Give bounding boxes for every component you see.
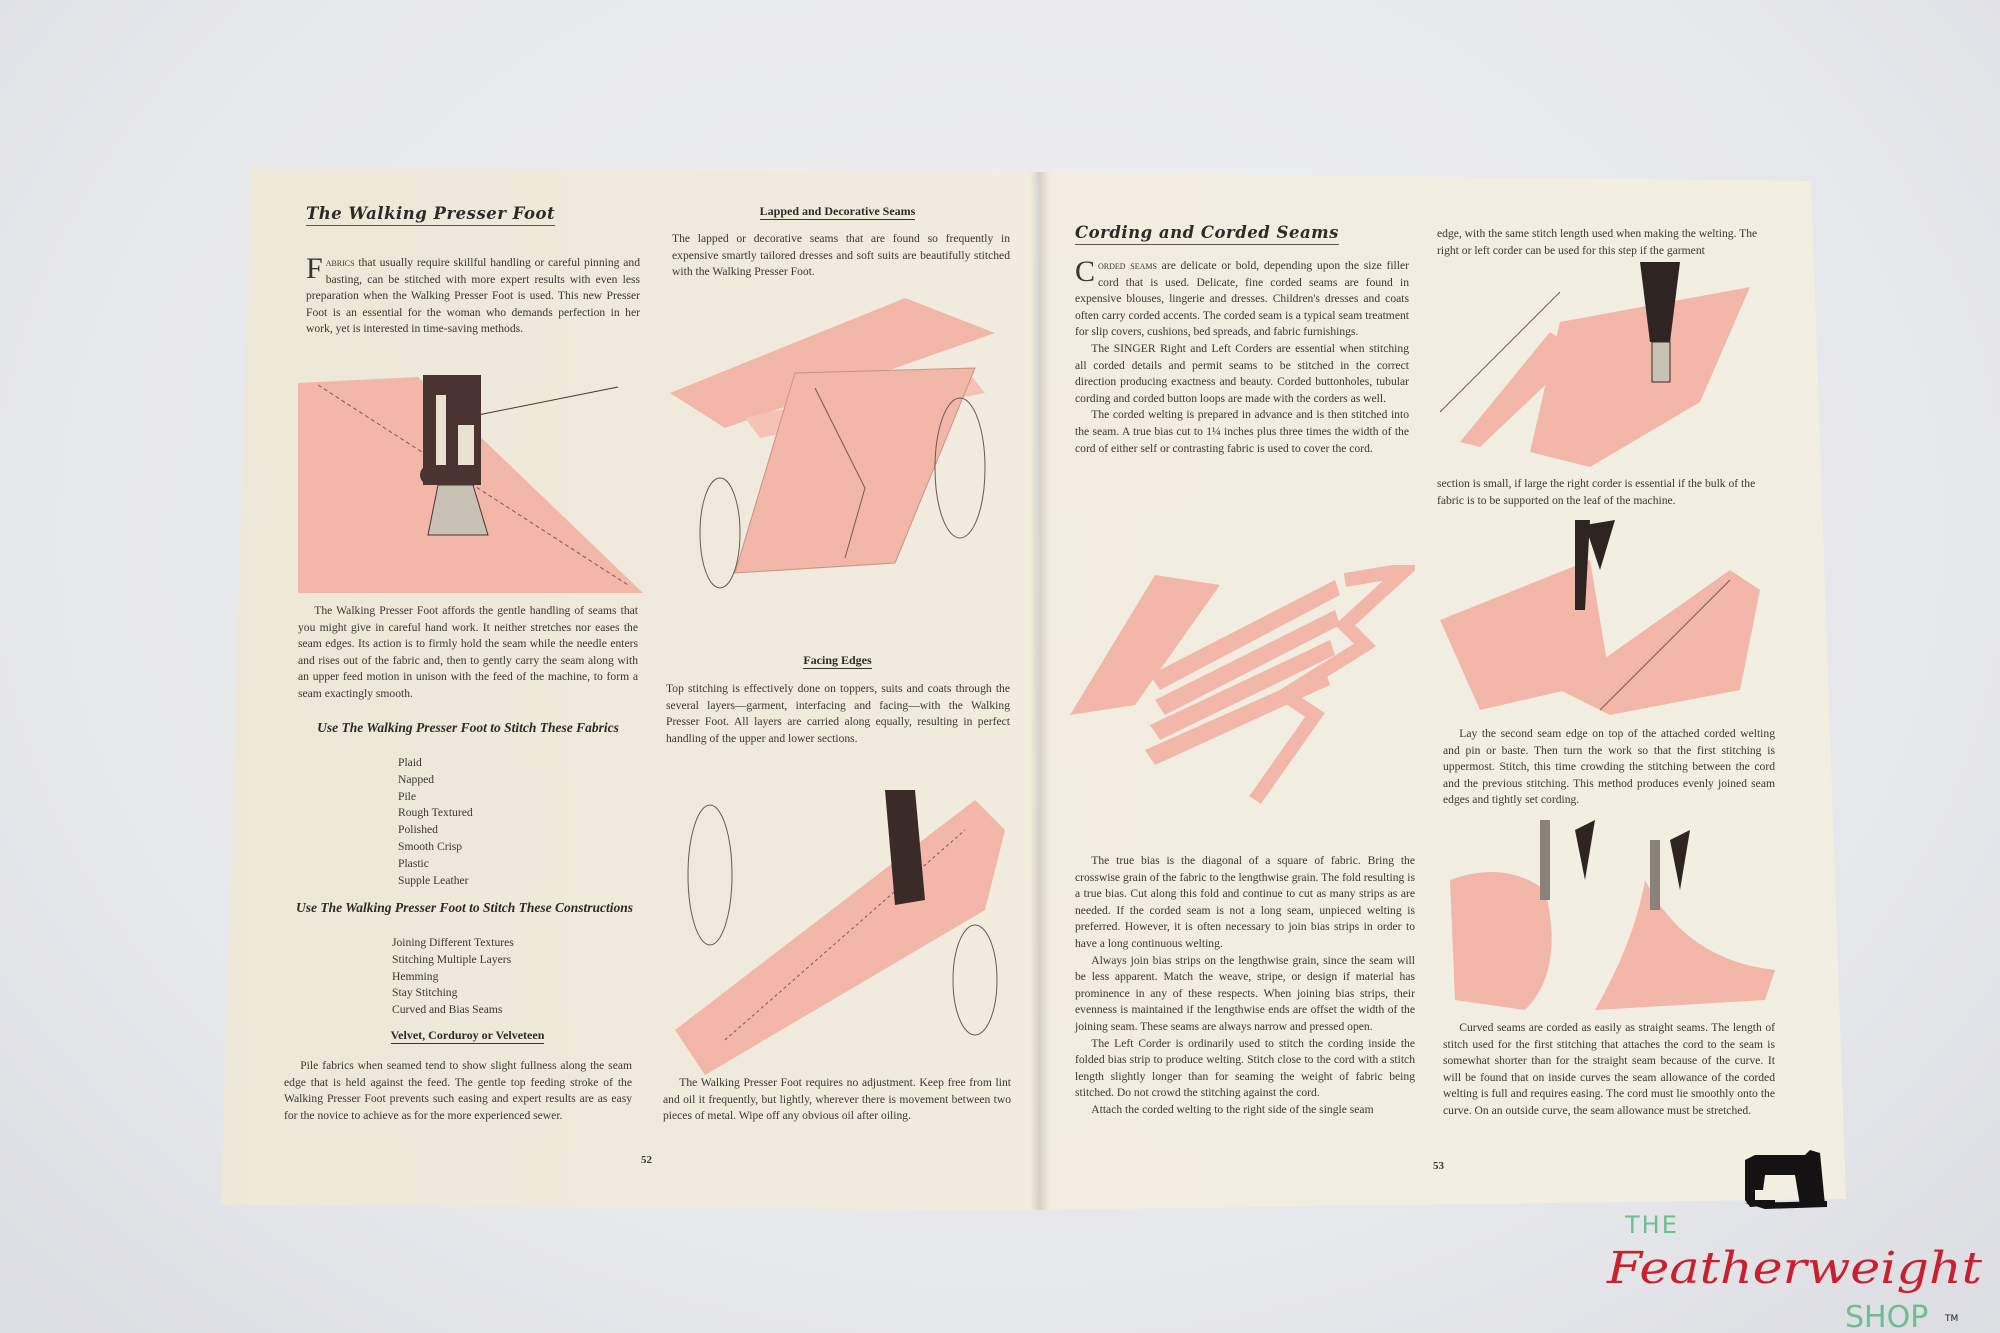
welting-paragraph: The corded welting is prepared in advanc… (1075, 408, 1409, 455)
lapped-paragraph: The lapped or decorative seams that are … (672, 232, 1010, 279)
fabrics-list: Plaid Napped Pile Rough Textured Polishe… (398, 755, 473, 889)
list-item: Plastic (398, 856, 429, 870)
facing-paragraph: Top stitching is effectively done on top… (666, 682, 1010, 745)
intro-smallcaps: abrics (325, 256, 355, 269)
singer-paragraph: The SINGER Right and Left Corders are es… (1075, 341, 1409, 405)
list-item: Supple Leather (398, 873, 469, 887)
featherweight-shop-logo: THE Featherweight SHOP TM (1606, 1150, 1983, 1333)
page-number-52: 52 (641, 1154, 652, 1166)
velvet-paragraph: Pile fabrics when seamed tend to show sl… (284, 1059, 632, 1122)
curved-paragraph: Curved seams are corded as easily as str… (1443, 1021, 1775, 1117)
list-item: Hemming (392, 969, 439, 983)
list-item: Pile (398, 789, 417, 803)
presser-foot-illustration (298, 375, 643, 593)
list-item: Smooth Crisp (398, 839, 463, 853)
facing-edges-illustration (675, 790, 1005, 1075)
book-gutter (1030, 172, 1050, 1210)
intro-text: that usually require skillful handling o… (306, 256, 640, 336)
list-item: Stitching Multiple Layers (392, 952, 512, 966)
logo-the: THE (1624, 1211, 1679, 1239)
page-number-53: 53 (1433, 1160, 1444, 1172)
list-item: Curved and Bias Seams (392, 1003, 503, 1017)
gentle-handling-paragraph: The Walking Presser Foot affords the gen… (298, 604, 638, 700)
logo-tm: TM (1944, 1314, 1958, 1324)
intro-text: are delicate or bold, depending upon the… (1075, 259, 1409, 339)
true-bias-paragraph: The true bias is the diagonal of a squar… (1075, 854, 1415, 950)
fabrics-heading: Use The Walking Presser Foot to Stitch T… (317, 720, 619, 735)
constructions-list: Joining Different Textures Stitching Mul… (392, 935, 514, 1019)
list-item: Napped (398, 772, 435, 786)
intro-smallcaps: orded seams (1098, 259, 1157, 272)
list-item: Polished (398, 823, 438, 837)
left-corder-paragraph: The Left Corder is ordinarily used to st… (1075, 1036, 1415, 1100)
list-item: Joining Different Textures (392, 936, 514, 949)
drop-cap: C (1075, 255, 1096, 288)
list-item: Stay Stitching (392, 986, 458, 1000)
list-item: Rough Textured (398, 806, 473, 820)
cording-title: Cording and Corded Seams (1075, 223, 1339, 245)
section-paragraph: section is small, if large the right cor… (1437, 477, 1756, 507)
lapped-seams-heading: Lapped and Decorative Seams (759, 204, 916, 220)
bias-text: The true bias is the diagonal of a squar… (1075, 853, 1415, 1119)
lapped-seams-illustration (670, 298, 995, 589)
edge-paragraph: edge, with the same stitch length used w… (1437, 227, 1758, 257)
join-strips-paragraph: Always join bias strips on the lengthwis… (1075, 953, 1415, 1033)
corder-straight-illustration (1440, 262, 1750, 467)
adjustment-paragraph: The Walking Presser Foot requires no adj… (663, 1076, 1011, 1123)
walking-presser-foot-title: The Walking Presser Foot (306, 204, 556, 226)
constructions-heading: Use The Walking Presser Foot to Stitch T… (295, 900, 634, 915)
attach-paragraph: Attach the corded welting to the right s… (1091, 1102, 1374, 1116)
sewing-machine-icon (1745, 1150, 1827, 1209)
bias-strips-illustration (1070, 565, 1415, 805)
drop-cap: F (306, 252, 323, 285)
facing-edges-heading: Facing Edges (803, 653, 872, 669)
logo-shop: SHOP (1845, 1300, 1928, 1333)
list-item: Plaid (398, 756, 422, 769)
velvet-heading: Velvet, Corduroy or Velveteen (390, 1028, 545, 1044)
curved-seams-illustration (1450, 820, 1775, 1010)
logo-name: Featherweight (1606, 1243, 1983, 1294)
lay-paragraph: Lay the second seam edge on top of the a… (1443, 727, 1775, 807)
second-seam-illustration (1440, 520, 1760, 715)
